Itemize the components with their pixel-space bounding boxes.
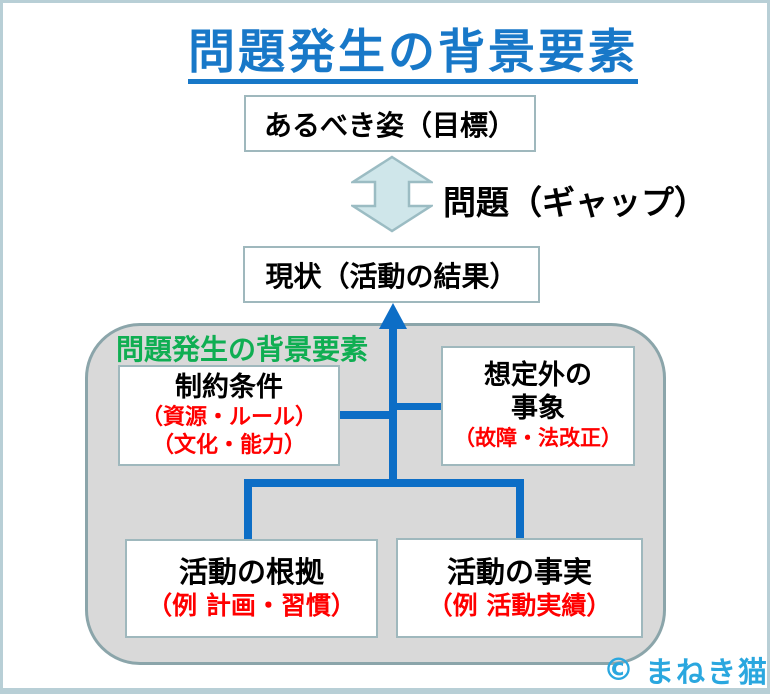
unexpected-title-line2: 事象 [511,392,565,424]
double-arrow-shape [351,155,433,233]
gap-label: 問題（ギャップ） [443,183,707,222]
unexpected-detail: （故障・法改正） [454,426,622,451]
page-title: 問題発生の背景要素 [163,25,663,85]
double-arrow-icon [351,155,433,233]
current-state-box: 現状（活動の結果） [243,246,540,303]
panel-heading: 問題発生の背景要素 [116,333,369,366]
connector-basis-drop [244,479,252,541]
fact-detail: （例 活動実績） [427,590,612,620]
constraints-detail-1: （資源・ルール） [140,405,317,431]
current-state-label: 現状（活動の結果） [265,259,518,293]
fact-title: 活動の事実 [446,554,592,589]
up-arrow-shape [379,303,407,329]
activity-facts-box: 活動の事実 （例 活動実績） [396,538,643,638]
constraints-title: 制約条件 [175,371,283,403]
unexpected-title-line1: 想定外の [484,360,592,392]
connector-unexpected-stub [393,403,441,410]
constraints-box: 制約条件 （資源・ルール） （文化・能力） [118,365,340,466]
connector-constraints-stub [340,411,393,419]
copyright: © まねき猫 [603,649,770,689]
connector-fact-drop [516,479,524,540]
connector-horizontal-line [244,479,524,487]
basis-title: 活動の根拠 [178,555,324,590]
constraints-detail-2: （文化・能力） [151,432,306,458]
copyright-name: まねき猫 [645,655,770,689]
up-arrow-icon [379,303,407,329]
basis-detail: （例 計画・習慣） [147,591,356,621]
goal-box-label: あるべき姿（目標） [263,108,516,142]
copyright-icon: © [603,652,634,688]
page-title-text: 問題発生の背景要素 [188,28,638,85]
activity-basis-box: 活動の根拠 （例 計画・習慣） [125,539,378,638]
unexpected-events-box: 想定外の 事象 （故障・法改正） [441,346,635,466]
goal-box: あるべき姿（目標） [244,95,536,152]
